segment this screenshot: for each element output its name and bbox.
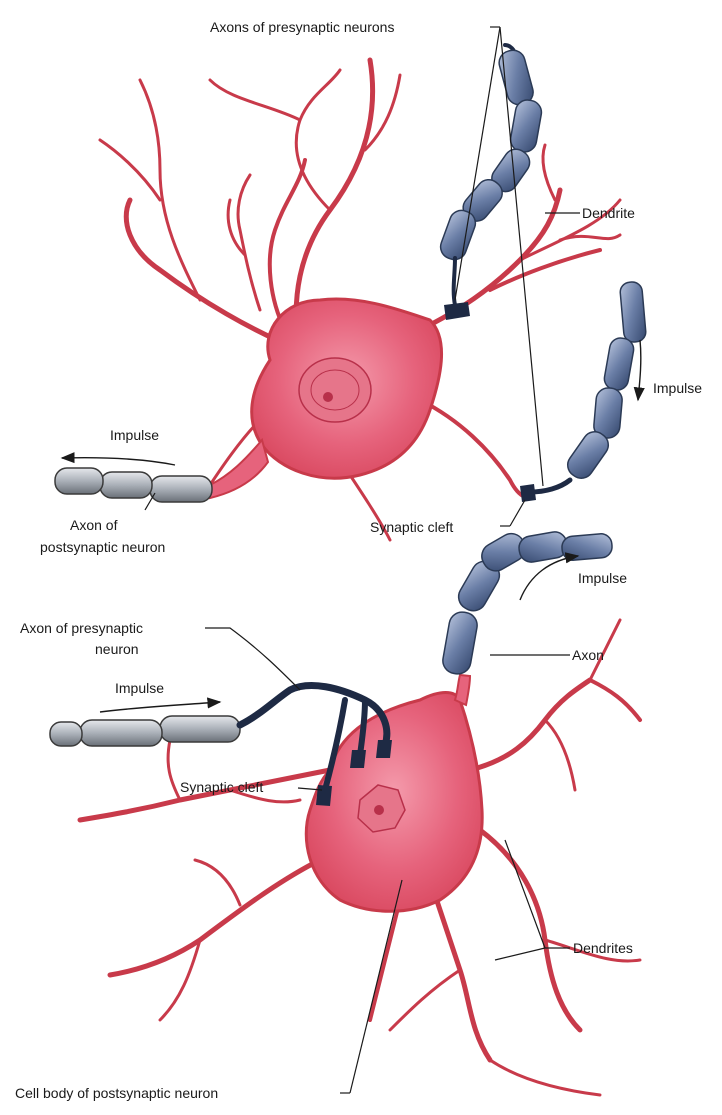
label-axon-postsynaptic-line2: postsynaptic neuron	[40, 539, 165, 555]
label-impulse-bottom-right: Impulse	[578, 570, 627, 586]
top-postsynaptic-axon	[55, 468, 212, 502]
bottom-axon-hillock	[455, 675, 470, 705]
label-impulse-bottom-left: Impulse	[115, 680, 164, 696]
top-axon-hillock	[210, 440, 268, 498]
top-left-impulse-arrow	[62, 458, 175, 465]
label-axon-presynaptic-line2: neuron	[95, 641, 139, 657]
label-axon-postsynaptic-line1: Axon of	[70, 517, 118, 533]
bottom-right-impulse-arrow	[520, 556, 578, 600]
top-nucleolus	[323, 392, 333, 402]
label-dendrites: Dendrites	[573, 940, 633, 956]
top-right-impulse-arrow	[638, 340, 641, 400]
label-dendrite: Dendrite	[582, 205, 635, 221]
labels: Axons of presynaptic neurons Dendrite Im…	[15, 19, 702, 1101]
label-impulse-top-right: Impulse	[653, 380, 702, 396]
label-synaptic-cleft-top: Synaptic cleft	[370, 519, 453, 535]
label-impulse-top-left: Impulse	[110, 427, 159, 443]
bottom-left-impulse-arrow	[100, 702, 220, 712]
label-axon-presynaptic-line1: Axon of presynaptic	[20, 620, 143, 636]
top-nucleus	[299, 358, 371, 422]
label-axons-presynaptic: Axons of presynaptic neurons	[210, 19, 394, 35]
label-synaptic-cleft-bottom: Synaptic cleft	[180, 779, 263, 795]
top-presynaptic-axon-2	[520, 281, 647, 502]
label-axon: Axon	[572, 647, 604, 663]
bottom-nucleolus	[374, 805, 384, 815]
label-cell-body: Cell body of postsynaptic neuron	[15, 1085, 218, 1101]
